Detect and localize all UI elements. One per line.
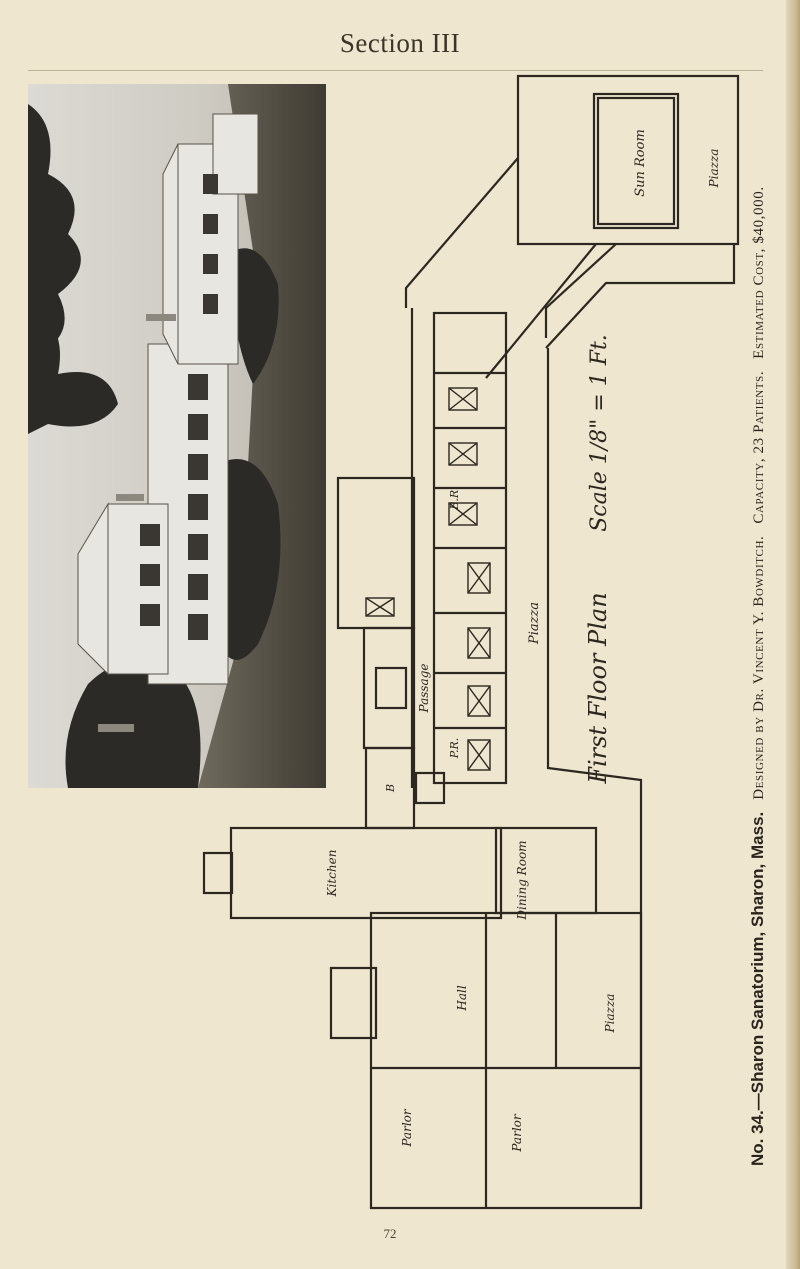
room-label-parlor-2: Parlor xyxy=(510,1113,524,1152)
caption-title: No. 34.—Sharon Sanatorium, Sharon, Mass. xyxy=(748,811,767,1166)
heading-rule xyxy=(28,70,763,71)
first-floor-plan: Sun Room Piazza Piazza First Floor Plan … xyxy=(196,68,746,1218)
sanatorium-photograph xyxy=(28,84,326,788)
plan-title: First Floor Plan xyxy=(584,592,612,784)
page-number: 72 xyxy=(383,1226,397,1241)
caption-cost: Estimated Cost, $40,000. xyxy=(751,186,767,359)
caption-designer: Designed by Dr. Vincent Y. Bowditch. xyxy=(751,535,767,800)
room-label-private-room: P.R. xyxy=(448,738,461,759)
room-label-bedroom: B.R. xyxy=(448,486,461,510)
page-edge xyxy=(786,0,800,1269)
plan-scale: Scale 1/8" = 1 Ft. xyxy=(587,334,612,532)
room-label-sun-room: Sun Room xyxy=(633,129,648,197)
room-label-piazza-bottom: Piazza xyxy=(603,994,617,1034)
figure-caption: No. 34.—Sharon Sanatorium, Sharon, Mass.… xyxy=(748,66,780,1166)
room-label-parlor-1: Parlor xyxy=(400,1108,414,1147)
room-label-piazza-side: Piazza xyxy=(527,602,542,645)
section-heading: Section III xyxy=(339,28,461,58)
caption-capacity: Capacity, 23 Patients. xyxy=(751,370,767,524)
room-label-kitchen: Kitchen xyxy=(325,850,339,898)
room-label-piazza-top: Piazza xyxy=(707,149,721,189)
room-label-bath: B xyxy=(384,784,397,793)
room-label-hall: Hall xyxy=(455,985,469,1011)
room-label-passage: Passage xyxy=(417,664,431,714)
room-label-dining-room: Dining Room xyxy=(515,840,529,920)
